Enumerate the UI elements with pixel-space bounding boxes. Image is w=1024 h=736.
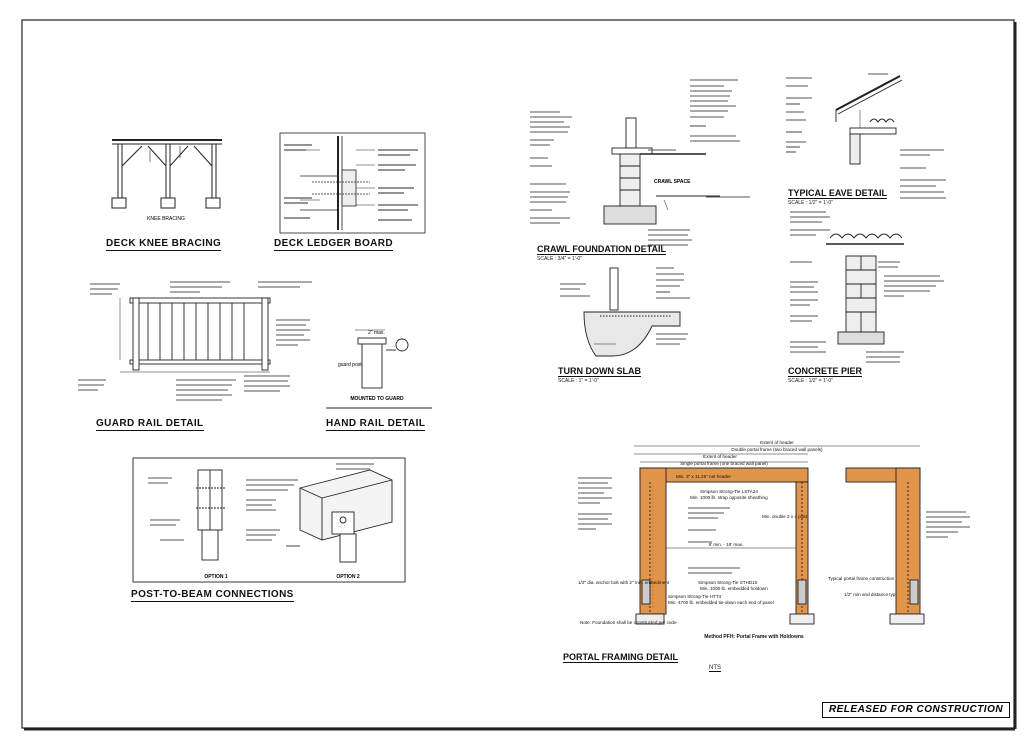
deck-ledger-board-title: DECK LEDGER BOARD — [274, 238, 394, 251]
post-to-beam-title: POST-TO-BEAM CONNECTIONS — [131, 589, 294, 602]
concrete-pier-notes — [790, 211, 944, 363]
holdown-1-label: Simpson Strong-Tie HTT4 — [668, 594, 722, 599]
crawl-foundation-drawing — [603, 117, 720, 225]
extent-header-label: Extent of header — [760, 440, 794, 445]
header-size-label: Min. 3" x 11.25" net header — [676, 474, 731, 479]
tie-down-label: Min. 4700 lb. embedded tie-down each end… — [668, 600, 774, 605]
post-to-beam-notes — [148, 463, 374, 547]
crawl-foundation-scale: SCALE : 3/4" = 1'-0" — [537, 256, 582, 262]
hand-rail-caption: MOUNTED TO GUARD — [350, 396, 404, 402]
holdown-2-label: Simpson Strong-Tie STHD10 — [698, 580, 758, 585]
deck-knee-bracing-title: DECK KNEE BRACING — [106, 238, 222, 251]
concrete-pier-title: CONCRETE PIER — [788, 366, 863, 377]
typical-eave-scale: SCALE : 1/2" = 1'-0" — [788, 200, 833, 206]
typical-eave-title: TYPICAL EAVE DETAIL — [788, 188, 888, 199]
concrete-pier-drawing — [826, 233, 904, 345]
method-label: Method PFH: Portal Frame with Holdowns — [704, 634, 804, 640]
option-1-label: OPTION 1 — [204, 574, 228, 580]
double-portal-label: Double portal frame (two braced wall pan… — [731, 447, 823, 452]
portal-framing-drawing — [634, 445, 925, 625]
anchor-bolt-label: 1/2" dia. anchor bolt with 2" min. embed… — [578, 580, 670, 585]
opening-dim-label: 6' min. - 18' max. — [709, 542, 744, 547]
guard-rail-drawing — [119, 297, 271, 373]
knee-bracing-caption: KNEE BRACING — [147, 216, 185, 222]
turn-down-slab-scale: SCALE : 1" = 1'-0" — [558, 378, 599, 384]
typical-portal-label: Typical portal frame construction — [828, 576, 895, 581]
post-to-beam-drawing — [132, 457, 406, 583]
portal-framing-notes — [578, 477, 970, 574]
embedded-holdown-label: Min. 1000 lb. embedded holdown — [700, 586, 768, 591]
option-2-label: OPTION 2 — [336, 574, 360, 580]
crawl-foundation-notes — [530, 79, 750, 246]
typical-eave-drawing — [835, 75, 903, 165]
released-for-construction-stamp: RELEASED FOR CONSTRUCTION — [822, 702, 1010, 718]
crawl-foundation-title: CRAWL FOUNDATION DETAIL — [537, 244, 666, 255]
guard-rail-title: GUARD RAIL DETAIL — [96, 418, 204, 431]
deck-ledger-notes — [284, 144, 418, 221]
foundation-note-label: Note: Foundation shall be constructed pe… — [580, 620, 677, 625]
typical-eave-notes — [786, 73, 946, 199]
concrete-pier-scale: SCALE : 1/2" = 1'-0" — [788, 378, 833, 384]
hand-rail-dim: 2" max. — [368, 330, 385, 336]
deck-knee-bracing-drawing — [111, 139, 222, 209]
hand-rail-title: HAND RAIL DETAIL — [326, 418, 426, 431]
turn-down-slab-drawing — [583, 267, 681, 357]
portal-framing-labels: Extent of header Double portal frame (tw… — [578, 440, 897, 640]
hand-rail-drawing — [326, 329, 432, 409]
portal-framing-scale: NTS — [709, 665, 721, 672]
min-edge-label: 1/2" min and distance typ. — [844, 592, 897, 597]
extent-header-2-label: Extent of header — [703, 454, 737, 459]
single-portal-label: Single portal frame (one braced wall pan… — [680, 461, 768, 466]
turn-down-slab-title: TURN DOWN SLAB — [558, 366, 641, 377]
turn-down-slab-notes — [560, 267, 690, 345]
portal-framing-title: PORTAL FRAMING DETAIL — [563, 652, 678, 663]
guard-post-label: guard post — [338, 362, 362, 368]
strap-label: Simpson Strong-Tie LSTA24 — [700, 489, 758, 494]
crawl-space-label: CRAWL SPACE — [654, 179, 691, 185]
min-double-post-label: Min. double 2 x 4 post — [762, 514, 808, 519]
deck-ledger-drawing — [279, 132, 426, 234]
strap-min-label: Min. 1000 lb. strap opposite sheathing — [690, 495, 768, 500]
guard-rail-notes — [78, 281, 312, 401]
